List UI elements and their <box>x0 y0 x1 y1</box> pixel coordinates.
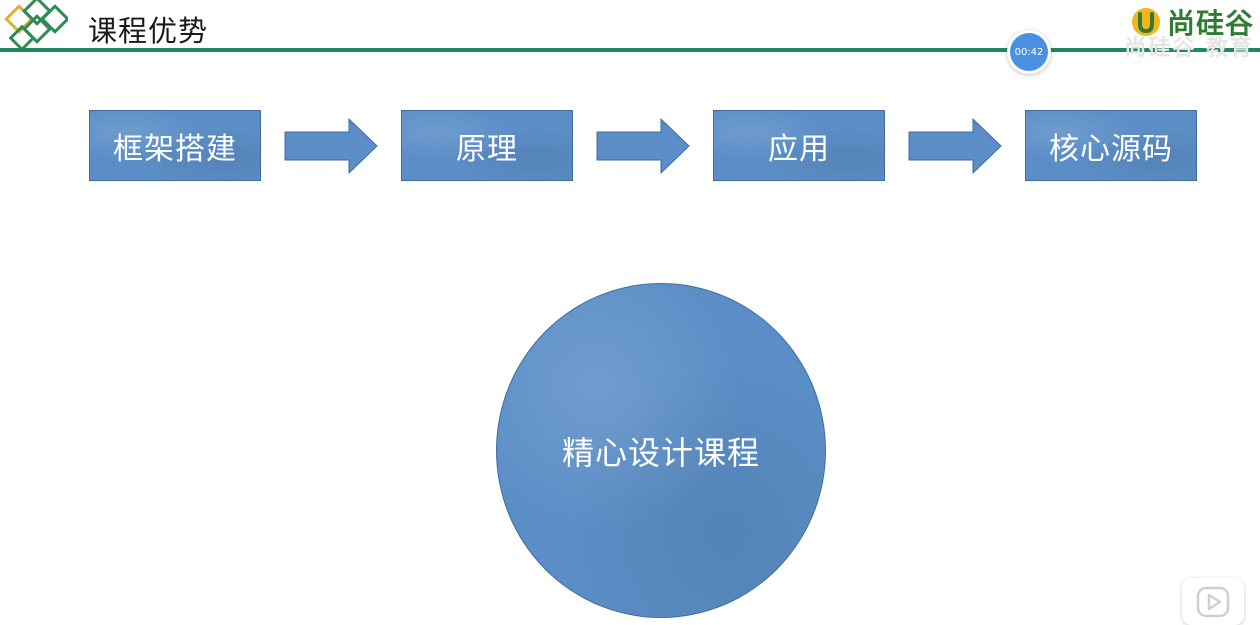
brand-u-icon <box>1131 8 1160 36</box>
arrow-right-icon <box>596 117 690 175</box>
timer-value: 00:42 <box>1010 33 1048 71</box>
page-title: 课程优势 <box>88 14 209 48</box>
play-icon <box>1196 586 1230 617</box>
timer-badge[interactable]: 00:42 <box>1007 30 1051 74</box>
arrow-right-icon <box>284 117 378 175</box>
diamond-logo-icon <box>4 0 68 52</box>
brand: 尚硅谷 <box>1131 4 1254 40</box>
flow-step-3: 应用 <box>713 110 885 181</box>
title-divider <box>0 48 1260 52</box>
flow-step-2: 原理 <box>401 110 573 181</box>
play-button[interactable] <box>1182 578 1244 625</box>
arrow-right-icon <box>908 117 1002 175</box>
flow-step-1: 框架搭建 <box>89 110 261 181</box>
brand-name: 尚硅谷 <box>1166 7 1254 40</box>
brand-watermark: 尚硅谷 教育 <box>1124 36 1254 61</box>
flow-step-4: 核心源码 <box>1025 110 1197 181</box>
focus-circle: 精心设计课程 <box>496 283 826 618</box>
